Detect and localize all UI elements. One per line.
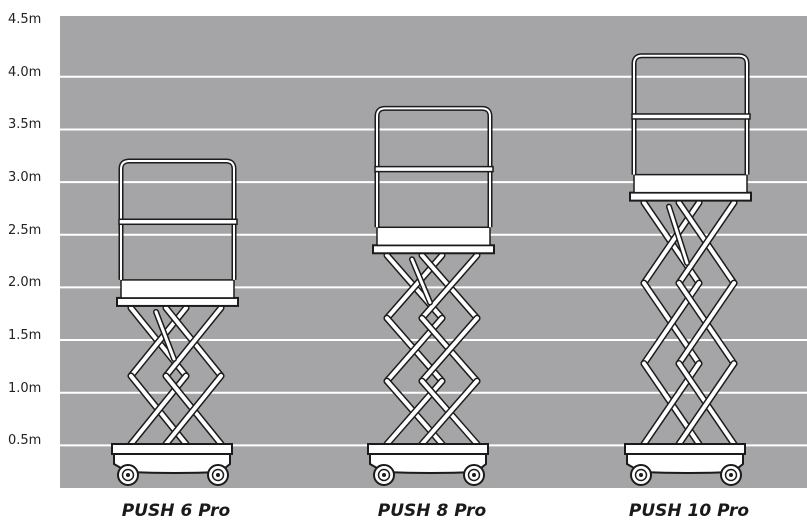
y-tick-label: 1.0m [8, 380, 42, 396]
mid-rail [374, 165, 494, 173]
base-deck [111, 443, 233, 455]
platform-deck [116, 296, 239, 307]
guardrail [120, 160, 235, 280]
toe-board [633, 173, 748, 194]
y-tick-label: 3.5m [8, 117, 42, 133]
platform-deck [372, 244, 495, 255]
wheel-axle [126, 473, 130, 477]
scissor-arm-fill [420, 379, 479, 446]
scissor-arm-fill [420, 253, 479, 321]
wheel-axle [472, 473, 476, 477]
y-tick-label: 2.5m [8, 222, 42, 238]
scissor-arm-fill [410, 257, 432, 304]
guardrail [633, 54, 748, 175]
scissor-arm-fill [164, 373, 223, 446]
wheel-axle [729, 473, 733, 477]
y-tick-label: 2.0m [8, 275, 42, 291]
y-tick-label: 4.5m [8, 12, 42, 28]
y-tick-label: 4.0m [8, 64, 42, 80]
model-label: PUSH 10 Pro [628, 501, 750, 521]
scissor-arm-fill [677, 361, 736, 446]
platform-deck [629, 191, 752, 202]
model-label: PUSH 6 Pro [121, 501, 231, 521]
scissor-lift-icon [367, 105, 495, 486]
y-tick-label: 0.5m [8, 433, 42, 449]
wheel-axle [382, 473, 386, 477]
y-tick-label: 1.5m [8, 328, 42, 344]
wheel-axle [216, 473, 220, 477]
guardrail [376, 107, 491, 228]
lift-group [111, 53, 752, 486]
y-tick-label: 3.0m [8, 170, 42, 186]
mid-rail [631, 113, 751, 120]
scissor-arm-fill [420, 316, 479, 384]
base-deck [624, 443, 746, 455]
scissor-lift-icon [111, 158, 239, 486]
scissor-arm-fill [677, 281, 736, 366]
scissor-arm-fill [164, 305, 223, 378]
scissor-lift-icon [624, 53, 752, 486]
model-label: PUSH 8 Pro [377, 501, 487, 521]
base-deck [367, 443, 489, 455]
scissor-arm-fill [677, 200, 736, 286]
wheel-axle [639, 473, 643, 477]
toe-board [120, 279, 235, 299]
mid-rail [118, 218, 238, 226]
toe-board [376, 226, 491, 247]
scissor-arm-fill [667, 205, 689, 265]
scissor-arm-fill [154, 310, 176, 361]
